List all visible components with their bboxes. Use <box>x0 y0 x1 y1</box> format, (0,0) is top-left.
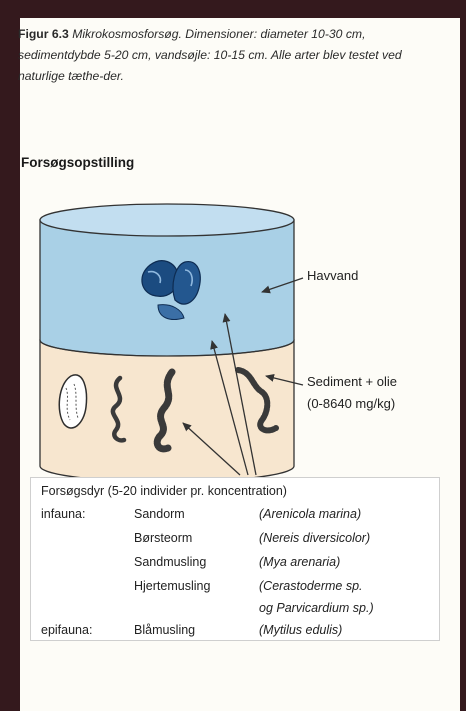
legend-latin-name: og Parvicardium sp.) <box>259 601 374 615</box>
legend-row: epifauna: Blåmusling (Mytilus edulis) <box>31 623 439 645</box>
water-label: Havvand <box>307 268 358 283</box>
species-legend: Forsøgsdyr (5-20 individer pr. koncentra… <box>30 477 440 641</box>
legend-row: og Parvicardium sp.) <box>31 601 439 623</box>
legend-header: Forsøgsdyr (5-20 individer pr. koncentra… <box>41 484 287 498</box>
legend-row: infauna: Sandorm (Arenicola marina) <box>31 507 439 529</box>
legend-common-name: Sandmusling <box>134 555 206 569</box>
legend-common-name: Blåmusling <box>134 623 195 637</box>
sediment-label: Sediment + olie <box>307 374 397 389</box>
legend-row: Hjertemusling (Cerastoderme sp. <box>31 579 439 601</box>
legend-common-name: Hjertemusling <box>134 579 210 593</box>
legend-latin-name: (Arenicola marina) <box>259 507 361 521</box>
legend-common-name: Børsteorm <box>134 531 192 545</box>
sediment-range-label: (0-8640 mg/kg) <box>307 396 395 411</box>
legend-common-name: Sandorm <box>134 507 185 521</box>
legend-row: Børsteorm (Nereis diversicolor) <box>31 531 439 553</box>
legend-latin-name: (Cerastoderme sp. <box>259 579 363 593</box>
legend-row: Sandmusling (Mya arenaria) <box>31 555 439 577</box>
legend-group: epifauna: <box>41 623 92 637</box>
legend-latin-name: (Mya arenaria) <box>259 555 340 569</box>
legend-latin-name: (Mytilus edulis) <box>259 623 342 637</box>
legend-latin-name: (Nereis diversicolor) <box>259 531 370 545</box>
cylinder-top <box>40 204 294 236</box>
legend-group: infauna: <box>41 507 85 521</box>
